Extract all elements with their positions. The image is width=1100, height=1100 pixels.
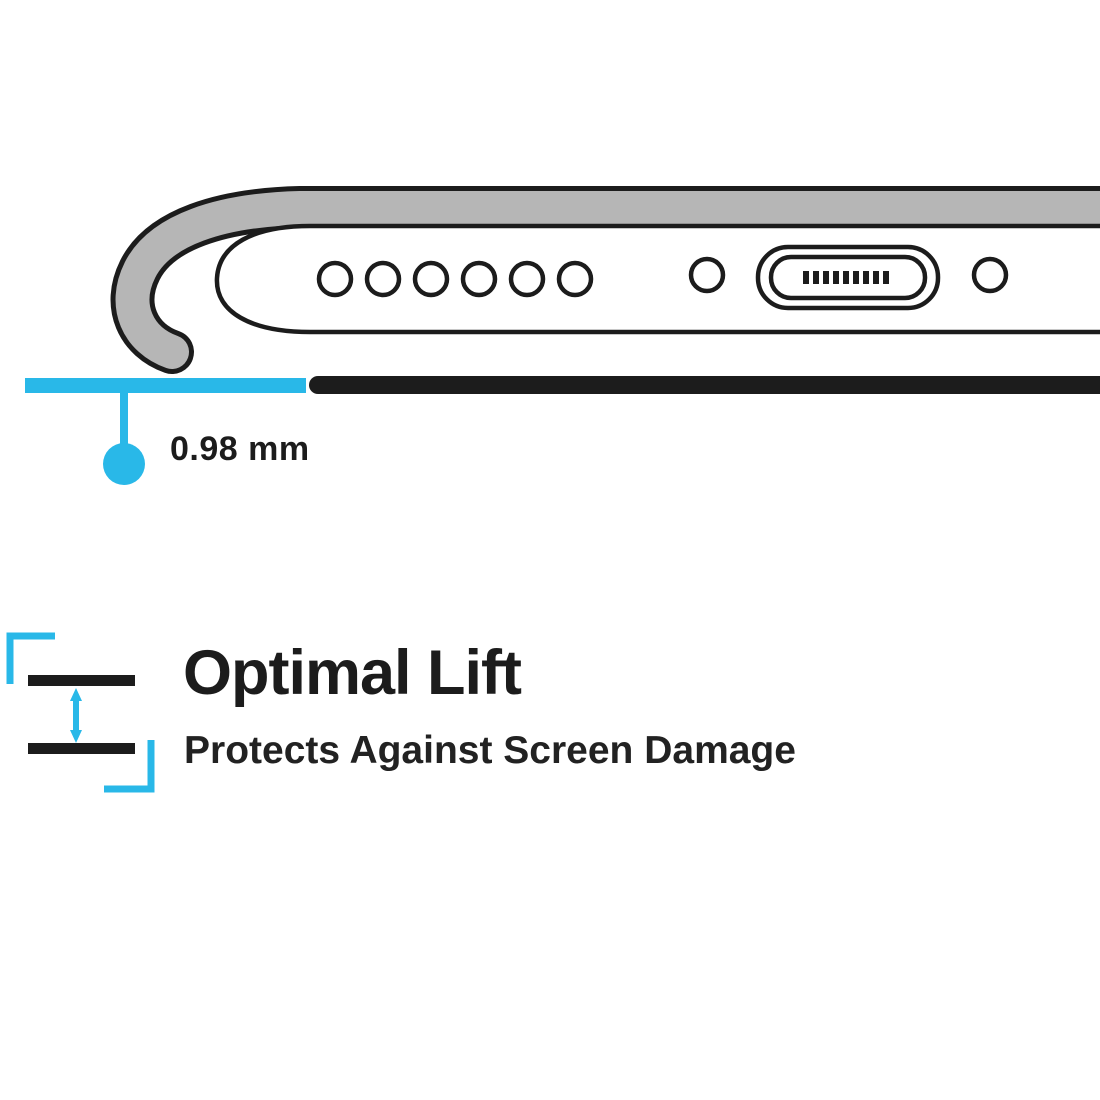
screw-hole-left-icon <box>688 256 726 294</box>
feature-subtitle: Protects Against Screen Damage <box>184 729 796 772</box>
speaker-hole-icon <box>412 260 450 298</box>
optimal-lift-icon <box>6 632 155 793</box>
measurement-dot <box>103 443 145 485</box>
lift-bottom-line <box>28 743 135 754</box>
bracket-bottom-right-icon <box>104 740 155 793</box>
phone-case-illustration <box>25 186 1100 485</box>
speaker-hole-icon <box>508 260 546 298</box>
speaker-hole-icon <box>556 260 594 298</box>
measurement-label: 0.98 mm <box>170 430 310 468</box>
double-arrow-icon <box>70 688 82 743</box>
surface-bar <box>309 376 1100 394</box>
bracket-top-left-icon <box>6 632 55 684</box>
speaker-hole-icon <box>364 260 402 298</box>
lift-top-line <box>28 675 135 686</box>
measurement-pointer-line <box>120 390 128 445</box>
charging-port-pins <box>803 271 889 284</box>
case-lip-body <box>115 191 1100 369</box>
speaker-hole-icon <box>316 260 354 298</box>
speaker-hole-icon <box>460 260 498 298</box>
feature-title: Optimal Lift <box>183 638 522 708</box>
screw-hole-right-icon <box>971 256 1009 294</box>
lift-gap-highlight-bar <box>25 378 306 393</box>
